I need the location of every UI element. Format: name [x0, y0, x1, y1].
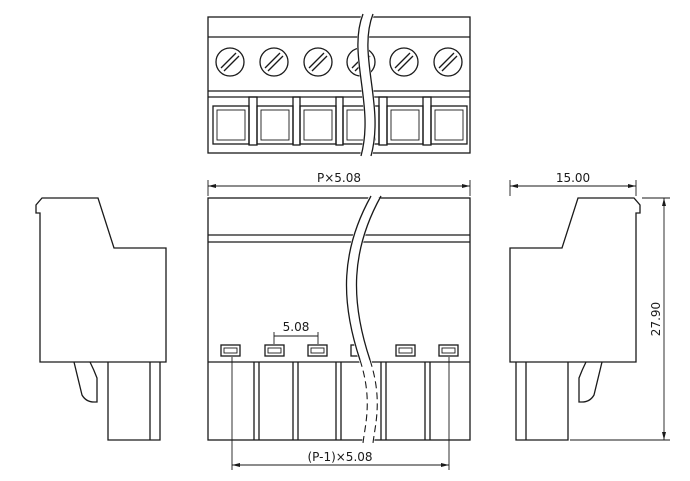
break-line [357, 13, 366, 157]
top-view-outline [207, 16, 471, 154]
wire-openings [212, 105, 468, 145]
dimension-pitch: 5.08 [283, 320, 310, 334]
screw-1 [215, 47, 245, 77]
dimension-pitch-group: 5.08 [273, 320, 319, 344]
pin-sections [253, 362, 431, 440]
dimension-height-group: 27.90 [570, 197, 670, 441]
front-break-line [345, 195, 372, 361]
dimension-total-width: P×5.08 [207, 171, 471, 196]
front-view-outline [207, 197, 471, 441]
screw-5 [389, 47, 419, 77]
test-windows [220, 344, 459, 357]
front-view [207, 193, 471, 444]
left-side-view [35, 197, 167, 441]
screw-2 [259, 47, 289, 77]
dimension-height: 27.90 [649, 302, 663, 336]
right-side-view [509, 197, 641, 441]
dimension-pitch-span: (P-1)×5.08 [307, 450, 372, 464]
separators [248, 96, 432, 146]
screw-3 [303, 47, 333, 77]
dimension-pitch-total: P×5.08 [317, 171, 361, 185]
dimension-side-width: 15.00 [509, 171, 637, 196]
top-view [207, 11, 471, 158]
dimension-width: 15.00 [556, 171, 590, 185]
dimension-pitch-span-group: (P-1)×5.08 [231, 357, 450, 470]
screw-6 [433, 47, 463, 77]
